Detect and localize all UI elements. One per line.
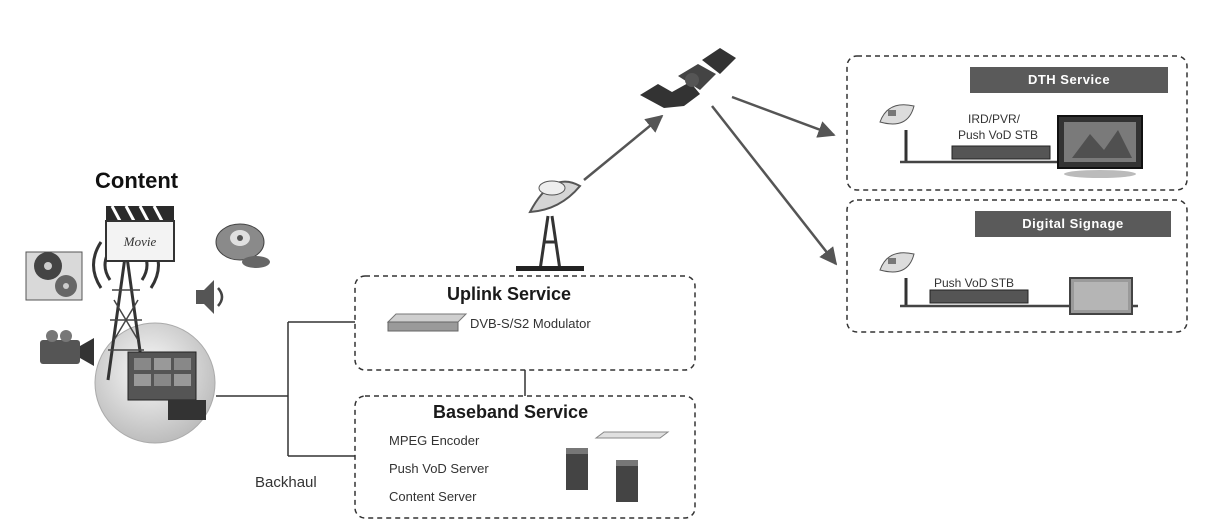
mpeg-encoder-label: MPEG Encoder — [389, 433, 480, 448]
signage-device-label: Push VoD STB — [934, 276, 1015, 290]
signage-downlink-arrow — [711, 105, 838, 266]
monitor-wall-icon — [127, 351, 206, 420]
satellite-icon — [640, 48, 736, 108]
backhaul-label: Backhaul — [255, 474, 317, 491]
dth-device-line2: Push VoD STB — [958, 128, 1039, 142]
modulator-label: DVB-S/S2 Modulator — [470, 316, 591, 331]
disc-media-icon — [215, 223, 270, 268]
dth-tv-icon — [1057, 115, 1143, 178]
film-reel-icon — [25, 251, 83, 301]
dth-downlink-arrow — [731, 95, 836, 138]
backhaul-connector — [216, 321, 526, 457]
content-title: Content — [95, 168, 179, 193]
dth-service-tag: DTH Service — [970, 67, 1168, 93]
server-rack-icon — [566, 431, 670, 502]
speaker-icon — [196, 280, 224, 314]
video-camera-icon — [40, 330, 94, 366]
signal-arrows — [583, 95, 838, 266]
baseband-service-box — [354, 395, 696, 519]
dth-service-box — [846, 55, 1188, 191]
uplink-arrow — [583, 114, 664, 181]
dth-stb-icon — [951, 145, 1051, 160]
signage-display-icon — [1069, 277, 1133, 315]
digital-signage-tag: Digital Signage — [975, 211, 1171, 237]
modulator-device-icon — [386, 313, 468, 332]
movie-label: Movie — [123, 234, 157, 249]
signage-stb-icon — [929, 289, 1029, 304]
dth-device-line1: IRD/PVR/ — [968, 112, 1021, 126]
uplink-service-title: Uplink Service — [447, 284, 572, 304]
signage-receive-dish-icon — [879, 252, 915, 306]
push-vod-server-label: Push VoD Server — [389, 461, 489, 476]
baseband-service-title: Baseband Service — [433, 402, 589, 422]
uplink-dish-icon — [516, 180, 584, 271]
uplink-service-box — [354, 275, 696, 371]
content-server-label: Content Server — [389, 489, 477, 504]
content-cluster: Movie — [25, 205, 270, 444]
dth-receive-dish-icon — [879, 104, 915, 162]
clapperboard-icon: Movie — [105, 205, 175, 262]
digital-signage-box — [846, 199, 1188, 333]
